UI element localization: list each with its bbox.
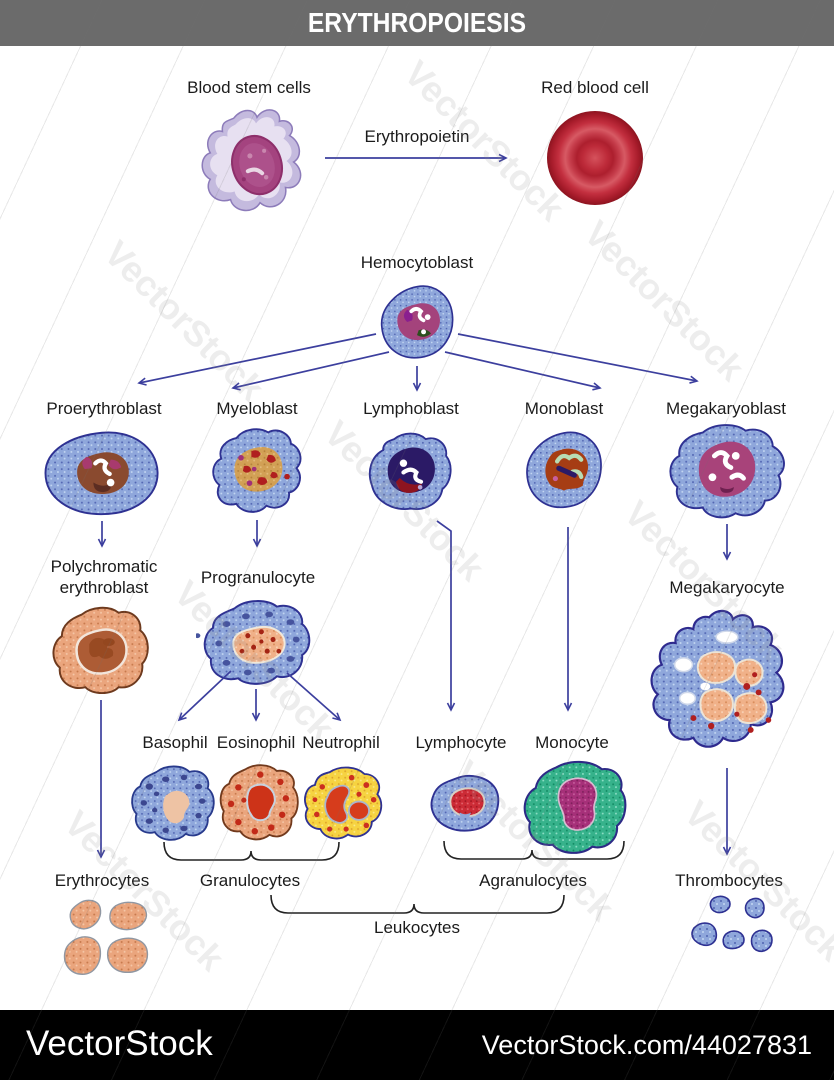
erythropoietin-label: Erythropoietin (364, 127, 470, 146)
page-title: ERYTHROPOIESIS (307, 7, 527, 38)
eosinophil-illustration (219, 764, 299, 841)
image-credit-url: VectorStock.com/44027831 (481, 1030, 812, 1060)
monocyte-label: Monocyte (535, 733, 609, 752)
megakaryocyte-label: Megakaryocyte (669, 578, 785, 597)
proerythroblast-label: Proerythroblast (46, 399, 162, 418)
agranulocytes-label: Agranulocytes (479, 871, 587, 890)
watermark-text: VectorStock (96, 232, 273, 409)
watermark-text: VectorStock (576, 212, 753, 389)
granulocytes-label: Granulocytes (199, 871, 301, 890)
vectorstock-logo: VectorStock (26, 1024, 213, 1063)
title-bar: ERYTHROPOIESIS (0, 0, 834, 46)
red-blood-cell-illustration (547, 111, 643, 205)
basophil-illustration (131, 765, 215, 841)
basophil-label: Basophil (142, 733, 208, 752)
myeloblast-illustration (212, 428, 302, 513)
lymphocyte-illustration (430, 775, 500, 832)
myeloblast-label: Myeloblast (216, 399, 298, 418)
neutrophil-label: Neutrophil (302, 733, 380, 752)
monoblast-label: Monoblast (524, 399, 604, 418)
red-blood-cell-label: Red blood cell (541, 78, 649, 97)
arrow-to-proerythroblast (137, 333, 377, 386)
lymphoblast-label: Lymphoblast (363, 399, 459, 418)
arrow-to-lymphocyte (436, 520, 456, 712)
erythrocytes-illustration (63, 899, 149, 976)
monoblast-illustration (526, 431, 602, 509)
stem-cells-label: Blood stem cells (187, 78, 311, 97)
blood-stem-cell-illustration (201, 109, 302, 212)
polychromatic-erythroblast-illustration (52, 606, 149, 695)
thrombocytes-label: Thrombocytes (675, 871, 783, 890)
arrow-to-megakaryoblast (457, 333, 699, 384)
arrow-to-myeloblast (231, 351, 390, 391)
polychromatic-erythroblast-label: Polychromatic erythroblast (50, 557, 158, 597)
leukocytes-bracket (270, 894, 565, 914)
thrombocytes-illustration (691, 895, 773, 953)
leukocytes-label: Leukocytes (374, 918, 460, 937)
progranulocyte-label: Progranulocyte (200, 568, 316, 587)
proerythroblast-illustration (44, 431, 159, 516)
eosinophil-label: Eosinophil (216, 733, 296, 752)
arrow-to-monoblast (444, 351, 602, 391)
lymphoblast-illustration (368, 432, 452, 511)
megakaryoblast-illustration (669, 424, 785, 519)
neutrophil-illustration (304, 766, 383, 840)
megakaryocyte-illustration (650, 609, 785, 748)
intro-panel (0, 46, 834, 228)
erythrocytes-label: Erythrocytes (54, 871, 150, 890)
lymphocyte-label: Lymphocyte (415, 733, 507, 752)
progranulocyte-illustration (196, 600, 311, 685)
megakaryoblast-label: Megakaryoblast (665, 399, 787, 418)
monocyte-illustration (523, 760, 627, 854)
hemocytoblast-illustration (380, 285, 454, 359)
granulocytes-bracket (163, 841, 340, 861)
footer-bar: VectorStock VectorStock.com/44027831 (0, 1010, 834, 1080)
hemocytoblast-label: Hemocytoblast (360, 253, 474, 272)
